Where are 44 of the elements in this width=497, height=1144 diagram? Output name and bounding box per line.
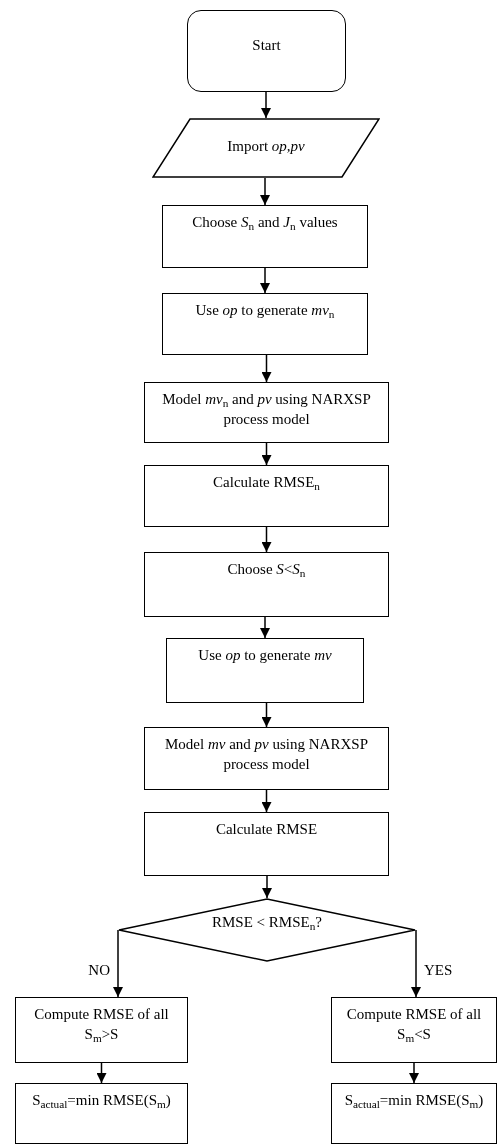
node-text: Compute RMSE of all S$_{m}$<S — [345, 1005, 483, 1044]
arrow — [96, 1062, 107, 1084]
arrow — [261, 354, 272, 383]
arrow — [113, 929, 123, 998]
arrow — [260, 267, 270, 294]
process-box — [144, 382, 389, 443]
node-text: Start — [251, 36, 282, 55]
decision-diamond — [118, 898, 416, 962]
process-box — [144, 465, 389, 527]
process-box — [331, 997, 497, 1063]
arrow — [409, 1062, 419, 1084]
process-box — [15, 997, 188, 1063]
node-text: Use op to generate mv$_{n}$ — [194, 301, 336, 320]
input-parallelogram — [152, 118, 380, 178]
node-text: Choose S<S$_{n}$ — [226, 560, 307, 579]
node-text: S$_{actual}$=min RMSE(S$_{m}$) — [31, 1091, 172, 1110]
process-box — [162, 205, 368, 268]
node-text: Import op,pv — [226, 137, 306, 156]
process-box — [331, 1083, 497, 1144]
arrow — [261, 526, 272, 553]
process-box — [15, 1083, 188, 1144]
process-box — [166, 638, 364, 703]
arrow — [260, 177, 270, 206]
arrow — [261, 702, 272, 728]
node-text: Compute RMSE of all S$_{m}$>S — [33, 1005, 170, 1044]
node-text: Calculate RMSE — [214, 820, 319, 839]
arrow — [261, 91, 271, 119]
process-box — [144, 812, 389, 876]
arrow — [261, 789, 272, 813]
arrow — [411, 929, 421, 998]
arrow — [260, 616, 270, 639]
arrow — [262, 875, 272, 899]
node-text: Calculate RMSE$_{n}$ — [212, 473, 321, 492]
node-text: Choose S$_{n}$ and J$_{n}$ values — [191, 213, 339, 232]
process-box — [144, 727, 389, 790]
arrow — [261, 442, 272, 466]
terminal-box — [187, 10, 346, 92]
process-box — [144, 552, 389, 617]
node-text: S$_{actual}$=min RMSE(S$_{m}$) — [343, 1091, 485, 1110]
node-text: Use op to generate mv — [197, 646, 333, 665]
node-text: Model mv$_{n}$ and pv using NARXSP process model — [161, 390, 372, 429]
node-text: Model mv and pv using NARXSP process model — [164, 735, 369, 774]
process-box — [162, 293, 368, 355]
node-text: RMSE < RMSE$_{n}$? — [211, 913, 323, 932]
